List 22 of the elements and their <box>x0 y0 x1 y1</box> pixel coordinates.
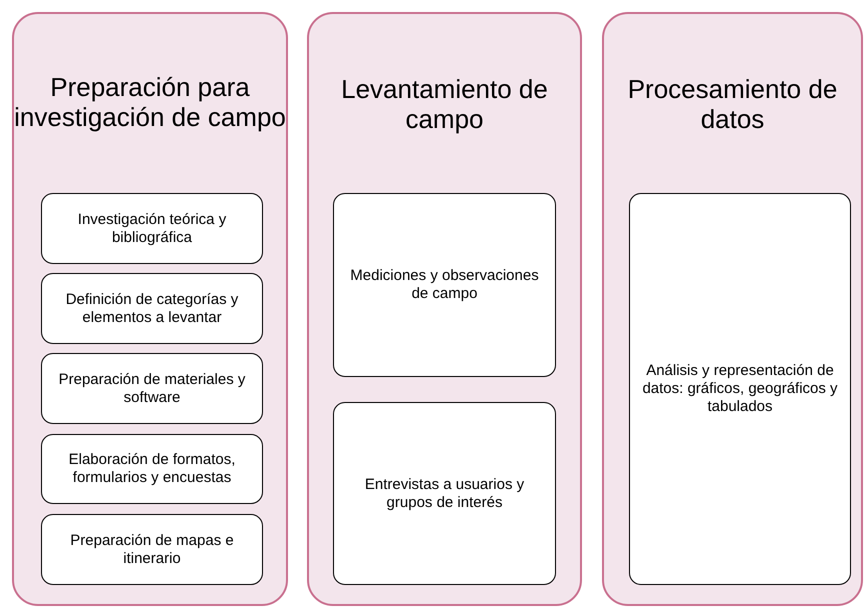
stage-panel <box>602 12 863 606</box>
stage-panel <box>12 12 288 606</box>
task-box <box>41 273 263 344</box>
task-label: Investigación teórica y bibliográfica <box>76 210 228 246</box>
task-box <box>629 193 851 585</box>
task-label: Análisis y representación de datos: gráficos, geográficos y tabulados <box>641 362 839 416</box>
stage-title: Levantamiento de campo <box>340 74 549 134</box>
task-box <box>41 434 263 504</box>
stage-title: Preparación para investigación de campo <box>14 72 286 132</box>
task-box <box>41 193 263 264</box>
task-label: Preparación de mapas e itinerario <box>69 532 235 568</box>
stage-title: Procesamiento de datos <box>626 74 838 134</box>
task-label: Entrevistas a usuarios y grupos de interés <box>364 476 526 512</box>
task-box <box>333 193 556 377</box>
stage-panel <box>307 12 582 606</box>
task-box <box>333 402 556 585</box>
task-label: Definición de categorías y elementos a levantar <box>64 290 240 326</box>
task-label: Preparación de materiales y software <box>58 370 246 406</box>
task-box <box>41 514 263 585</box>
task-label: Mediciones y observaciones de campo <box>349 267 540 303</box>
task-label: Elaboración de formatos, formularios y encuestas <box>68 451 236 487</box>
task-box <box>41 353 263 424</box>
